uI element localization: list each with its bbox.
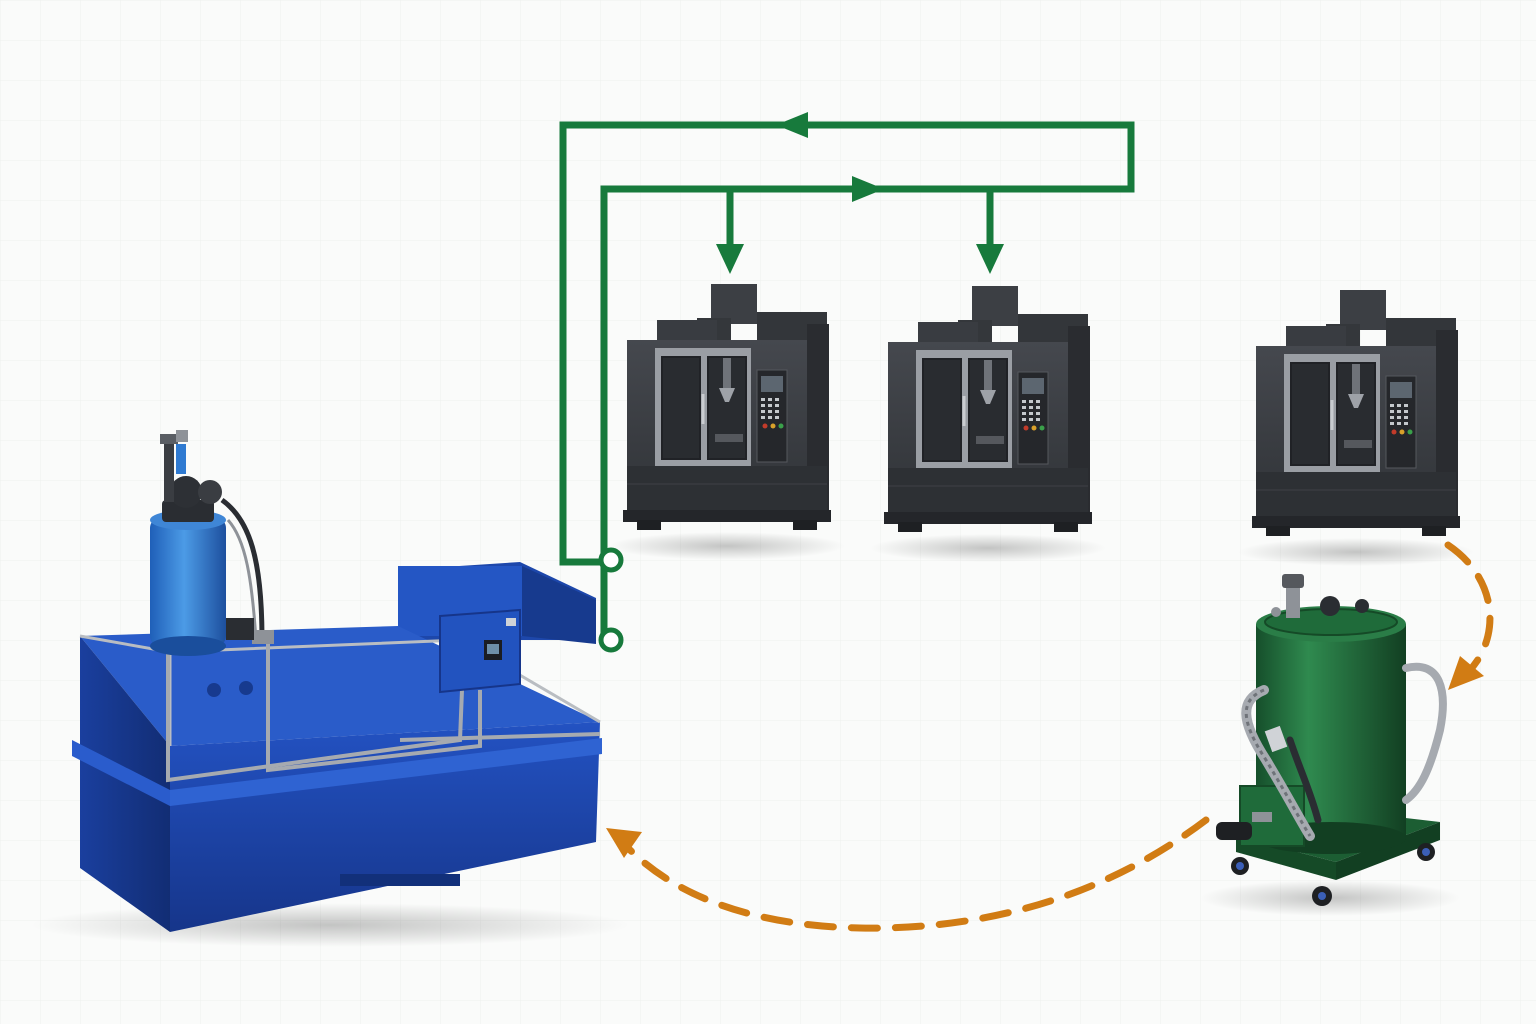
coolant-tank-icon (150, 430, 274, 656)
transfer-cart-to-tank (624, 816, 1210, 932)
coolant-transfer-routes (624, 541, 1494, 932)
mobile-coolant-cart-icon (1216, 574, 1447, 854)
arrowhead-icon (976, 244, 1004, 274)
arrowhead-icon (776, 112, 808, 138)
return-line (559, 121, 1135, 566)
flow-arrows (716, 112, 1004, 274)
central-coolant-tank (30, 430, 630, 947)
transfer-machine-to-cart (1444, 541, 1494, 676)
connector-supply-port (598, 627, 624, 653)
connector-return-port (598, 547, 624, 573)
arrowhead-icon (716, 244, 744, 274)
pipe-connectors (598, 547, 624, 653)
arrowhead-icon (852, 176, 884, 202)
mobile-coolant-cart (1200, 574, 1460, 916)
arrowhead-icon (1448, 656, 1484, 690)
arrowhead-icon (606, 828, 642, 858)
transfer-arrows (606, 656, 1484, 858)
